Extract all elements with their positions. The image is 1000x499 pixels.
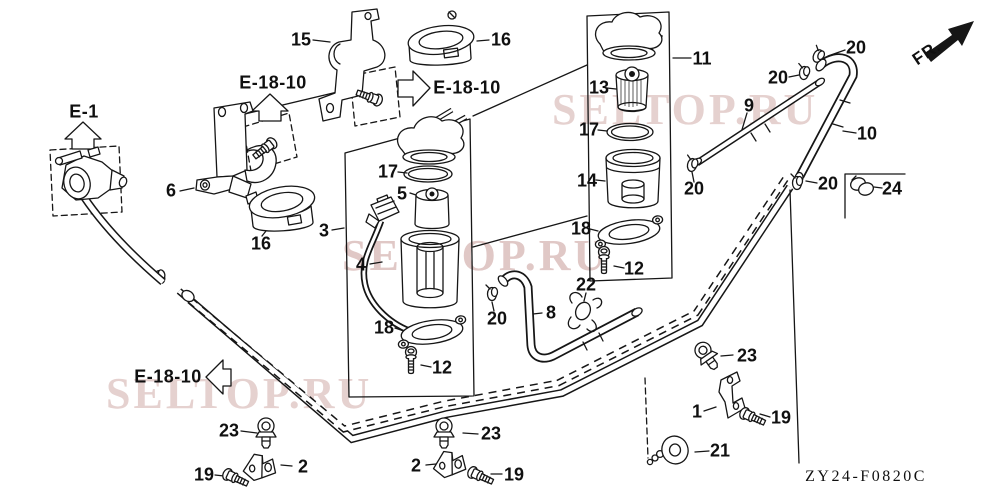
part-14-cup [605,148,661,209]
part-9-tube [691,77,826,167]
e1810-up-arrow-icon [251,93,289,122]
part-20-clip [684,154,700,174]
part-callout-20-center: 20 [486,308,508,329]
part-callout-14: 14 [576,170,598,191]
part-20-clip [485,284,499,302]
part-callout-20-upper: 20 [767,67,789,88]
fuel-hose-upper-hidden [176,176,789,433]
part-20-clip [790,173,804,191]
part-callout-12-right: 12 [623,258,645,279]
part-callout-20-hose10: 20 [817,173,839,194]
e1-arrow-icon [64,121,102,150]
part-callout-4: 4 [355,254,367,275]
part-12-bolt [597,245,611,275]
part-22-clip [567,291,603,333]
part-callout-9: 9 [743,95,755,116]
part-19-bolt [737,405,768,429]
part-11-strainer-set [595,11,664,61]
hose-end-fitting [181,289,195,303]
part-callout-19-mid: 19 [503,464,525,485]
e1810-left-arrow-icon [205,359,232,395]
part-callout-2-left: 2 [297,456,309,477]
ref-label-e1810-top: E-18-10 [239,72,307,93]
part-8-tube [497,270,643,363]
part-15-bracket [318,8,386,122]
part-13-filter-element [615,66,649,113]
part-21-tube-eyelet [644,377,689,466]
part-17-oring [606,122,654,142]
ref-label-e1: E-1 [69,101,99,122]
part-23-clip [689,337,725,375]
part-24-clamp [844,173,906,219]
e1810-right-arrow-icon [397,70,431,107]
part-callout-10: 10 [856,123,878,144]
part-callout-11: 11 [692,48,712,69]
drawing-code: ZY24-F0820C [805,468,927,485]
part-16-clamp-top [407,10,475,66]
part-19-bolt [465,464,496,488]
part-callout-20-tube9: 20 [683,178,705,199]
part-callout-17-center: 17 [377,161,399,182]
vapor-line [789,189,800,464]
bolt-detail-box-top [349,66,401,127]
part-callout-8: 8 [545,302,557,323]
ref-label-e1810-left: E-18-10 [134,366,202,387]
part-23-clip [433,417,455,449]
watermark: SELTOP.RU [552,85,819,134]
part-2-bracket [241,452,277,482]
part-callout-1: 1 [691,401,703,422]
part-callout-16-left: 16 [250,233,272,254]
part-18-gasket [395,314,469,350]
part-callout-15: 15 [290,29,312,50]
part-callout-13: 13 [588,77,610,98]
part-callout-5: 5 [396,183,408,204]
part-1-bracket [718,371,746,419]
part-callout-23-mid: 23 [480,423,502,444]
part-16-clamp-lower [245,185,316,232]
part-20-clip [796,62,811,81]
part-callout-6: 6 [165,180,177,201]
strainer-set-box [586,11,673,282]
part-callout-23-left: 23 [218,420,240,441]
part-6-bracket [195,101,277,199]
part-callout-19-left: 19 [193,464,215,485]
part-callout-22: 22 [575,274,597,295]
part-23-clip [255,417,277,449]
watermark: SELTOP.RU [342,231,609,280]
e1-fuel-connector [54,146,166,286]
part-callout-18-right: 18 [570,218,592,239]
part-3-strainer-assembly [397,107,468,309]
part-callout-12-center: 12 [431,357,453,378]
part-callout-18-center: 18 [373,317,395,338]
part-callout-23-right: 23 [736,345,758,366]
part-callout-19-right: 19 [770,407,792,428]
part-callout-20-top: 20 [845,37,867,58]
part-2-bracket [431,448,468,480]
part-callout-17-right: 17 [578,119,600,140]
front-direction-arrow-icon [925,21,974,62]
part-18-gasket [592,214,666,250]
part-callout-2-mid: 2 [410,455,422,476]
part-callout-21: 21 [709,440,731,461]
part-12-bolt [404,345,418,375]
projection-lines [231,64,588,248]
fuel-hose-lower [187,184,794,444]
part-callout-3: 3 [318,220,330,241]
ref-label-e1810-right: E-18-10 [433,77,501,98]
part-callout-16-top: 16 [490,29,512,50]
part-callout-24: 24 [881,178,903,199]
